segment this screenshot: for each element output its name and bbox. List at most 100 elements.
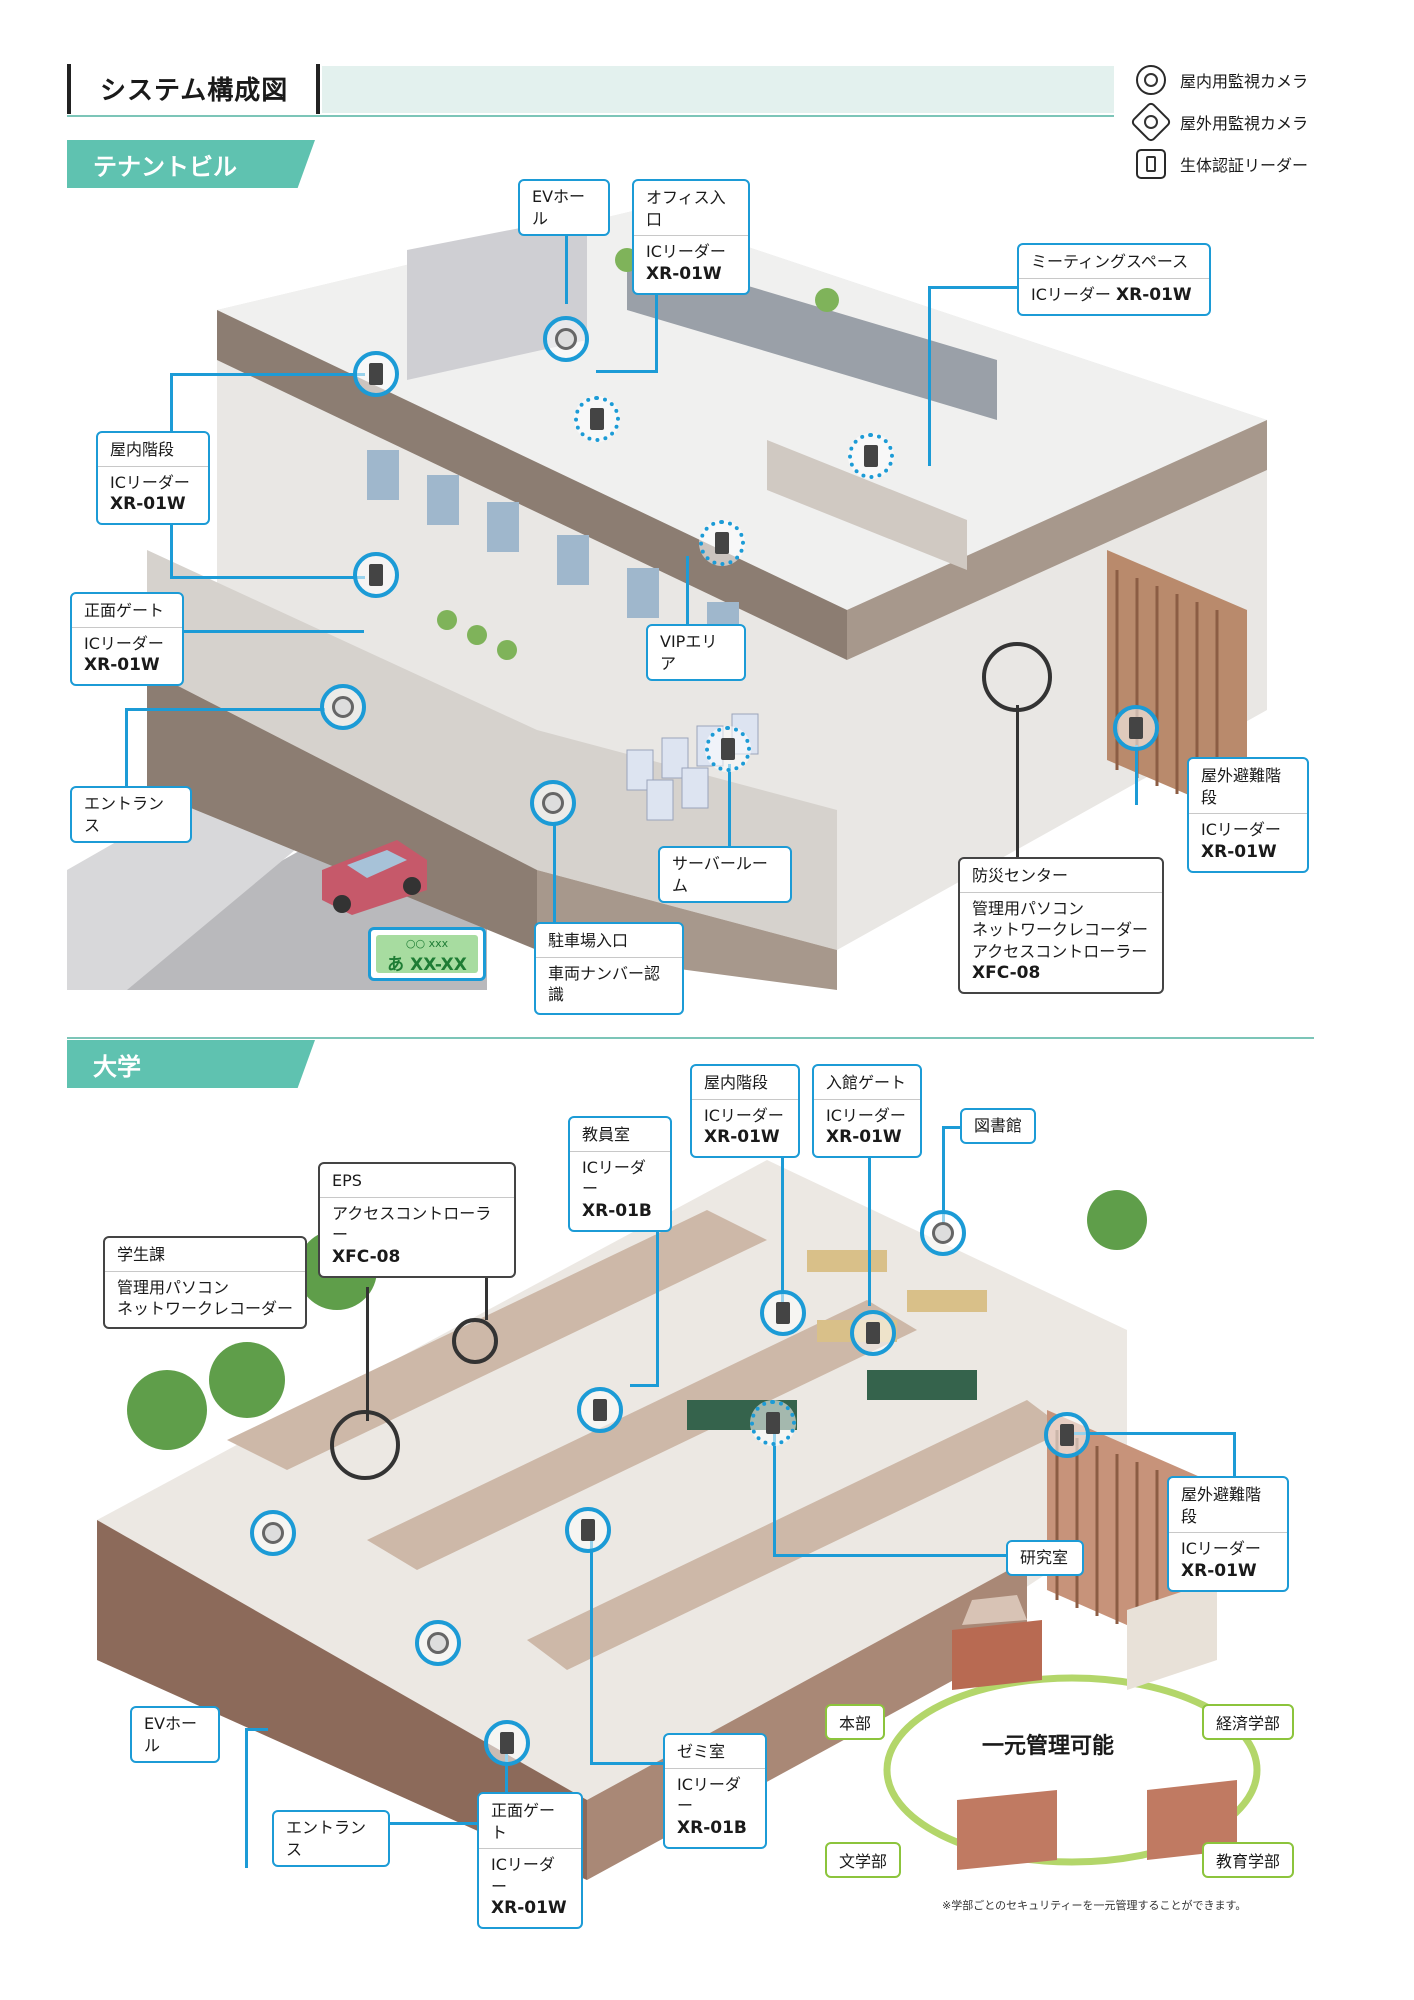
reader-marker-indoor-stairs[interactable] xyxy=(353,351,399,397)
callout-device: ICリーダー xyxy=(677,1774,741,1816)
callout-model: XR-01W xyxy=(84,655,160,676)
leader-line xyxy=(170,373,173,431)
campus-building-label: 文学部 xyxy=(825,1842,902,1878)
reader-marker-front-gate[interactable] xyxy=(353,552,399,598)
callout-device: ICリーダー xyxy=(491,1855,555,1896)
header-strip xyxy=(322,66,1114,113)
callout-title: エントランス xyxy=(84,794,165,835)
camera-marker-entrance[interactable] xyxy=(415,1620,461,1666)
leader-line xyxy=(565,210,568,304)
leader-line xyxy=(125,708,325,711)
callout-title: 防災センター xyxy=(972,866,1069,885)
legend-label: 屋内用監視カメラ xyxy=(1180,72,1309,91)
callout-model: XR-01W xyxy=(1181,1560,1257,1581)
biometric-reader-icon xyxy=(1136,149,1166,179)
disaster-center-marker[interactable] xyxy=(982,642,1052,712)
leader-line xyxy=(630,1384,659,1387)
leader-line xyxy=(245,1728,268,1731)
callout-title: 屋外避難階段 xyxy=(1181,1485,1262,1526)
campus-building-label: 経済学部 xyxy=(1202,1704,1295,1740)
camera-marker-ev-hall[interactable] xyxy=(250,1510,296,1556)
callout-model: XR-01W xyxy=(826,1127,902,1148)
callout-title: 学生課 xyxy=(117,1245,166,1264)
callout-title: EPS xyxy=(332,1171,362,1190)
biometric-marker-vip[interactable] xyxy=(699,520,745,566)
callout-eps: EPS アクセスコントローラー XFC-08 xyxy=(318,1162,516,1278)
callout-title: ゼミ室 xyxy=(677,1742,726,1761)
legend-label: 生体認証リーダー xyxy=(1180,156,1309,175)
student-affairs-marker[interactable] xyxy=(330,1410,400,1480)
footnote: ※学部ごとのセキュリティーを一元管理することができます。 xyxy=(942,1899,1247,1912)
leader-line xyxy=(868,1143,871,1306)
callout-office-entrance: オフィス入口 ICリーダー XR-01W xyxy=(632,179,750,295)
reader-marker-indoor-stairs[interactable] xyxy=(760,1290,806,1336)
callout-library: 図書館 xyxy=(960,1108,1036,1144)
camera-marker-entrance[interactable] xyxy=(320,684,366,730)
callout-ev-hall: EVホール xyxy=(130,1706,220,1764)
leader-line xyxy=(928,286,931,466)
reader-marker-front-gate[interactable] xyxy=(484,1720,530,1766)
callout-title: ミーティングスペース xyxy=(1031,252,1189,271)
leader-line xyxy=(387,1822,507,1825)
camera-marker-library[interactable] xyxy=(920,1210,966,1256)
callout-title: オフィス入口 xyxy=(646,188,726,229)
callout-model: XR-01W xyxy=(646,263,722,284)
camera-marker-parking[interactable] xyxy=(530,780,576,826)
callout-title: 図書館 xyxy=(974,1116,1023,1135)
callout-title: 教員室 xyxy=(582,1125,631,1144)
callout-vip-area: VIPエリア xyxy=(646,624,746,682)
leader-line xyxy=(485,1250,488,1320)
callout-device: ICリーダー xyxy=(582,1157,646,1199)
callout-meeting-space: ミーティングスペース ICリーダー XR-01W xyxy=(1017,243,1211,316)
reader-marker-office-entrance[interactable] xyxy=(574,396,620,442)
callout-model: XR-01W xyxy=(1201,841,1277,862)
leader-line xyxy=(505,1745,508,1825)
leader-line xyxy=(942,1126,945,1226)
legend-label: 屋外用監視カメラ xyxy=(1180,114,1309,133)
eps-marker[interactable] xyxy=(452,1318,498,1364)
callout-device: ICリーダー xyxy=(110,472,190,492)
callout-student-affairs: 学生課 管理用パソコン ネットワークレコーダー xyxy=(103,1236,307,1329)
legend-item-outdoor-camera: 屋外用監視カメラ xyxy=(1129,100,1309,144)
reader-marker-meeting-space[interactable] xyxy=(848,433,894,479)
leader-line xyxy=(773,1554,1008,1557)
callout-title: 屋外避難階段 xyxy=(1201,766,1282,807)
page-title: システム構成図 xyxy=(100,76,289,106)
callout-title: 正面ゲート xyxy=(84,601,165,620)
callout-front-gate: 正面ゲート ICリーダー XR-01W xyxy=(70,592,184,687)
reader-marker-seminar[interactable] xyxy=(565,1507,611,1553)
callout-title: 屋内階段 xyxy=(704,1073,769,1092)
leader-line xyxy=(170,373,365,376)
callout-title: 入館ゲート xyxy=(826,1073,907,1092)
leader-line xyxy=(728,764,731,846)
biometric-marker-server-room[interactable] xyxy=(705,726,751,772)
leader-line xyxy=(590,1540,593,1765)
callout-title: EVホール xyxy=(532,187,586,228)
callout-item: アクセスコントローラー xyxy=(972,941,1148,961)
callout-outdoor-stairs: 屋外避難階段 ICリーダー XR-01W xyxy=(1187,757,1309,873)
callout-device: ICリーダー xyxy=(1201,820,1281,840)
callout-device: ICリーダー xyxy=(646,242,726,262)
callout-model: XFC-08 xyxy=(972,963,1041,984)
callout-server-room: サーバールーム xyxy=(658,846,792,904)
callout-title: EVホール xyxy=(144,1714,198,1755)
camera-marker-ev-hall[interactable] xyxy=(543,316,589,362)
leader-line xyxy=(655,262,658,372)
callout-entry-gate: 入館ゲート ICリーダー XR-01W xyxy=(812,1064,922,1159)
reader-marker-faculty-room[interactable] xyxy=(577,1387,623,1433)
reader-marker-outdoor-stairs[interactable] xyxy=(1044,1412,1090,1458)
outdoor-camera-icon xyxy=(1129,100,1173,144)
biometric-marker-lab[interactable] xyxy=(750,1400,796,1446)
callout-device: 車両ナンバー認識 xyxy=(548,963,661,1005)
leader-line xyxy=(245,1730,248,1868)
reader-marker-entry-gate[interactable] xyxy=(850,1310,896,1356)
reader-marker-outdoor-stairs[interactable] xyxy=(1113,705,1159,751)
plate-top: ○○ xxx xyxy=(405,937,449,950)
leader-line xyxy=(773,1424,776,1554)
leader-line xyxy=(125,708,128,786)
leader-line xyxy=(686,556,689,638)
callout-seminar: ゼミ室 ICリーダー XR-01B xyxy=(663,1733,767,1849)
license-plate: ○○ xxx あ XX-XX xyxy=(368,927,486,981)
callout-title: 屋内階段 xyxy=(110,440,175,459)
leader-line xyxy=(1135,745,1138,805)
